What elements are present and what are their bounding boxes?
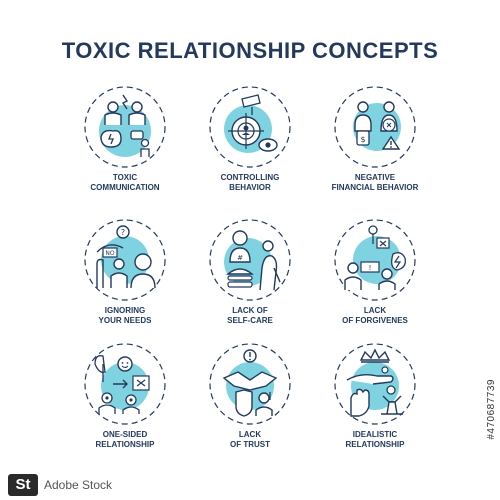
- svg-text:NO: NO: [105, 250, 114, 257]
- one-sided-relationship-icon: [84, 343, 166, 425]
- svg-text:$: $: [360, 135, 365, 144]
- negative-financial-behavior-icon: $: [334, 86, 416, 168]
- idealistic-relationship-icon: [334, 343, 416, 425]
- stock-logo: St: [8, 474, 38, 496]
- controlling-behavior-icon: [209, 86, 291, 168]
- lack-of-self-care-icon: #: [209, 219, 291, 301]
- svg-text:#: #: [237, 254, 243, 262]
- toxic-communication-icon: [84, 86, 166, 168]
- stock-id: #470687739: [486, 379, 497, 440]
- stock-name: Adobe Stock: [44, 478, 113, 492]
- footer: St Adobe Stock: [0, 472, 500, 500]
- ignoring-needs-icon: ? NO: [84, 219, 166, 301]
- svg-text:?: ?: [121, 228, 125, 237]
- lack-of-forgiveness-icon: !: [334, 219, 416, 301]
- svg-text:!: !: [369, 264, 372, 272]
- page-title: TOXIC RELATIONSHIP CONCEPTS: [61, 38, 439, 63]
- lack-of-trust-icon: [209, 343, 291, 425]
